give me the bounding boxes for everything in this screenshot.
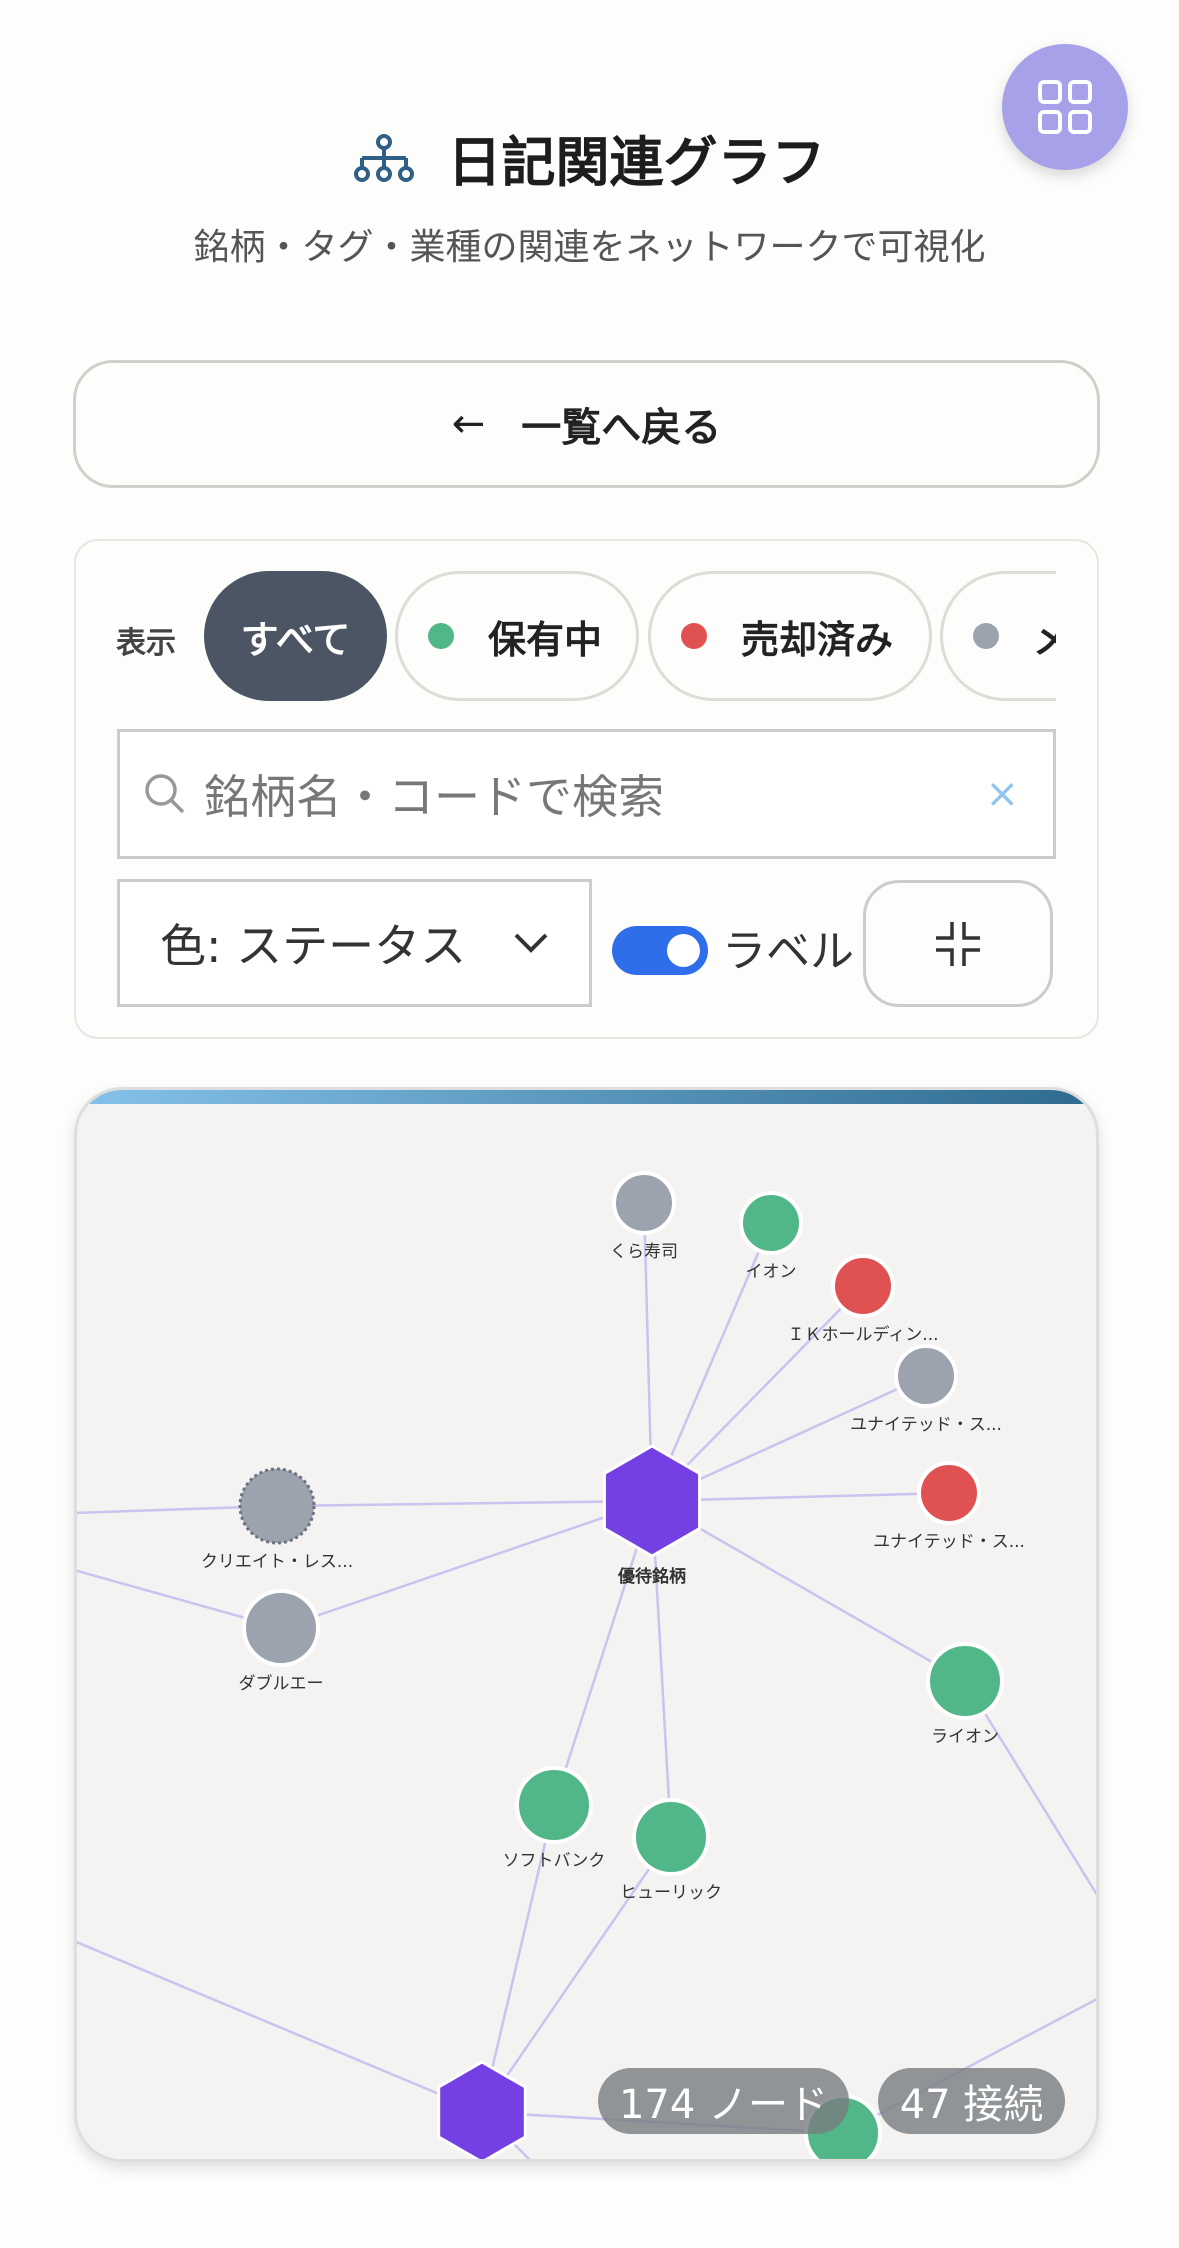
back-to-list-button[interactable]: ← 一覧へ戻る bbox=[73, 360, 1100, 488]
compress-button[interactable] bbox=[863, 880, 1053, 1007]
status-filter-chips: すべて 保有中 売却済み メ bbox=[204, 571, 1056, 701]
stock-node[interactable] bbox=[926, 1642, 1004, 1720]
node-label: クリエイト・レス... bbox=[201, 1552, 353, 1572]
node-count-badge: 174 ノード bbox=[598, 2068, 849, 2134]
chip-label: すべて bbox=[240, 617, 351, 662]
search-input[interactable]: 銘柄名・コードで検索 × bbox=[117, 729, 1056, 859]
node-label: ソフトバンク bbox=[503, 1851, 606, 1871]
compress-icon bbox=[936, 921, 980, 966]
status-dot-icon bbox=[428, 623, 454, 649]
sitemap-icon bbox=[353, 133, 414, 182]
node-label: ユナイテッド・ス... bbox=[873, 1532, 1025, 1552]
stock-node[interactable] bbox=[515, 1766, 593, 1844]
node-label: ヒューリック bbox=[620, 1883, 722, 1903]
chip-holding[interactable]: 保有中 bbox=[395, 571, 639, 701]
grid-icon bbox=[1038, 80, 1092, 134]
arrow-left-icon: ← bbox=[451, 401, 486, 447]
chip-sold[interactable]: 売却済み bbox=[648, 571, 932, 701]
graph-panel[interactable]: 優待銘柄 くら寿司イオン ＩＫホールディン... ユナイテッド・ス... ユナイテッド・… bbox=[74, 1087, 1099, 2162]
stock-node[interactable] bbox=[831, 1254, 895, 1318]
chip-all[interactable]: すべて bbox=[204, 571, 387, 701]
stock-node[interactable] bbox=[894, 1344, 958, 1408]
node-label: イオン bbox=[746, 1262, 797, 1282]
edge-count-badge: 47 接続 bbox=[878, 2068, 1065, 2134]
tag-node[interactable] bbox=[437, 2060, 527, 2162]
status-dot-icon bbox=[973, 623, 999, 649]
show-label: 表示 bbox=[116, 626, 176, 661]
stock-node[interactable] bbox=[739, 1191, 803, 1255]
graph-accent-bar bbox=[77, 1090, 1096, 1104]
graph-edge bbox=[651, 1491, 950, 1503]
chip-label: 売却済み bbox=[741, 617, 894, 662]
status-dot-icon bbox=[681, 623, 707, 649]
node-label: くら寿司 bbox=[610, 1242, 678, 1262]
node-label: ライオン bbox=[931, 1727, 999, 1747]
label-toggle-text: ラベル bbox=[722, 926, 854, 977]
graph-edge bbox=[651, 1499, 966, 1683]
graph-edge bbox=[280, 1499, 653, 1630]
page-title: 日記関連グラフ bbox=[447, 131, 826, 194]
chevron-down-icon bbox=[514, 933, 548, 953]
node-label: ユナイテッド・ス... bbox=[850, 1415, 1002, 1435]
stock-node[interactable] bbox=[242, 1589, 320, 1667]
color-mode-select[interactable]: 色: ステータス bbox=[117, 879, 592, 1007]
node-label: ＩＫホールディン... bbox=[787, 1324, 938, 1345]
chip-other[interactable]: メ bbox=[940, 571, 1056, 701]
graph-edge bbox=[552, 1500, 654, 1806]
back-button-label: 一覧へ戻る bbox=[521, 405, 722, 451]
graph-edge bbox=[650, 1222, 773, 1502]
chip-label: 保有中 bbox=[488, 617, 603, 662]
graph-edge bbox=[480, 1804, 556, 2113]
graph-edge bbox=[276, 1499, 653, 1508]
stock-node[interactable] bbox=[612, 1171, 676, 1235]
node-label: 優待銘柄 bbox=[617, 1566, 686, 1587]
tag-node[interactable] bbox=[602, 1444, 702, 1558]
menu-button[interactable] bbox=[1002, 44, 1128, 170]
label-toggle[interactable] bbox=[612, 926, 708, 975]
stock-node[interactable] bbox=[917, 1461, 981, 1525]
color-mode-value: 色: ステータス bbox=[160, 919, 467, 973]
search-placeholder: 銘柄名・コードで検索 bbox=[204, 770, 664, 824]
graph-edge bbox=[77, 1940, 483, 2114]
header: 日記関連グラフ bbox=[0, 118, 1179, 197]
stock-node[interactable] bbox=[632, 1798, 710, 1876]
stock-node[interactable] bbox=[238, 1467, 316, 1545]
page-subtitle: 銘柄・タグ・業種の関連をネットワークで可視化 bbox=[193, 227, 986, 268]
clear-icon[interactable]: × bbox=[985, 771, 1019, 817]
graph-edge bbox=[963, 1680, 1096, 1896]
search-icon bbox=[145, 774, 185, 814]
graph-edge bbox=[650, 1500, 673, 1838]
graph-edge bbox=[480, 1836, 673, 2113]
node-label: ダブルエー bbox=[239, 1673, 324, 1694]
chip-label: メ bbox=[1033, 617, 1056, 662]
